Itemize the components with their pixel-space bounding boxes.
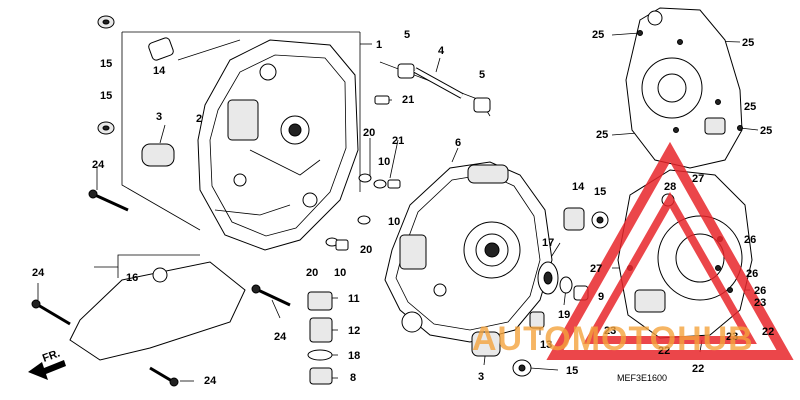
part-label-23: 23 bbox=[604, 325, 616, 337]
left-crankcase bbox=[197, 39, 359, 251]
watermark bbox=[546, 141, 794, 360]
part-label-9: 9 bbox=[598, 291, 604, 303]
part-label-13: 13 bbox=[540, 339, 552, 351]
part-label-15: 15 bbox=[594, 186, 606, 198]
part-label-27: 27 bbox=[590, 263, 602, 275]
part-label-4: 4 bbox=[438, 45, 445, 57]
part-label-8: 8 bbox=[350, 372, 356, 384]
part-label-28: 28 bbox=[664, 181, 676, 193]
right-crankcase bbox=[384, 161, 553, 343]
part-label-10: 10 bbox=[378, 156, 390, 168]
figure-code: MEF3E1600 bbox=[617, 373, 667, 383]
part-label-27: 27 bbox=[692, 173, 704, 185]
part-label-21: 21 bbox=[402, 94, 414, 106]
part-label-6: 6 bbox=[455, 137, 461, 149]
top-right-cover bbox=[625, 7, 743, 169]
part-label-19: 19 bbox=[558, 309, 570, 321]
part-label-26: 26 bbox=[754, 285, 766, 297]
part-label-2: 2 bbox=[196, 113, 202, 125]
part-label-12: 12 bbox=[348, 325, 360, 337]
front-marker: FR. bbox=[41, 347, 62, 364]
part-label-22: 22 bbox=[762, 326, 774, 338]
watermark-text: AUTOMOTOHUB bbox=[472, 320, 754, 358]
small-parts bbox=[31, 15, 609, 387]
part-labels: 1233455689101010111213141415151515161718… bbox=[32, 29, 774, 387]
part-label-10: 10 bbox=[388, 216, 400, 228]
part-label-24: 24 bbox=[32, 267, 45, 279]
part-label-20: 20 bbox=[306, 267, 318, 279]
part-label-15: 15 bbox=[100, 90, 112, 102]
part-label-23: 23 bbox=[754, 297, 766, 309]
part-label-25: 25 bbox=[760, 125, 772, 137]
part-label-10: 10 bbox=[334, 267, 346, 279]
part-label-3: 3 bbox=[478, 371, 484, 383]
part-label-5: 5 bbox=[479, 69, 485, 81]
part-label-14: 14 bbox=[153, 65, 166, 77]
part-label-22: 22 bbox=[658, 345, 670, 357]
part-label-11: 11 bbox=[348, 293, 360, 305]
part-label-24: 24 bbox=[92, 159, 105, 171]
part-label-17: 17 bbox=[542, 237, 554, 249]
part-label-20: 20 bbox=[363, 127, 375, 139]
part-label-25: 25 bbox=[596, 129, 608, 141]
part-label-15: 15 bbox=[566, 365, 578, 377]
part-label-16: 16 bbox=[126, 272, 138, 284]
part-label-24: 24 bbox=[274, 331, 287, 343]
part-label-23: 23 bbox=[726, 331, 738, 343]
part-label-15: 15 bbox=[100, 58, 112, 70]
front-arrow bbox=[28, 360, 66, 380]
part-label-25: 25 bbox=[742, 37, 754, 49]
part-label-26: 26 bbox=[744, 234, 756, 246]
part-label-21: 21 bbox=[392, 135, 404, 147]
part-label-5: 5 bbox=[404, 29, 410, 41]
part-label-14: 14 bbox=[572, 181, 585, 193]
part-label-24: 24 bbox=[204, 375, 217, 387]
part-label-25: 25 bbox=[592, 29, 604, 41]
part-label-26: 26 bbox=[746, 268, 758, 280]
part-label-25: 25 bbox=[744, 101, 756, 113]
part-label-20: 20 bbox=[360, 244, 372, 256]
part-label-18: 18 bbox=[348, 350, 360, 362]
part-label-22: 22 bbox=[692, 363, 704, 375]
part-label-3: 3 bbox=[156, 111, 162, 123]
part-label-1: 1 bbox=[376, 39, 382, 51]
